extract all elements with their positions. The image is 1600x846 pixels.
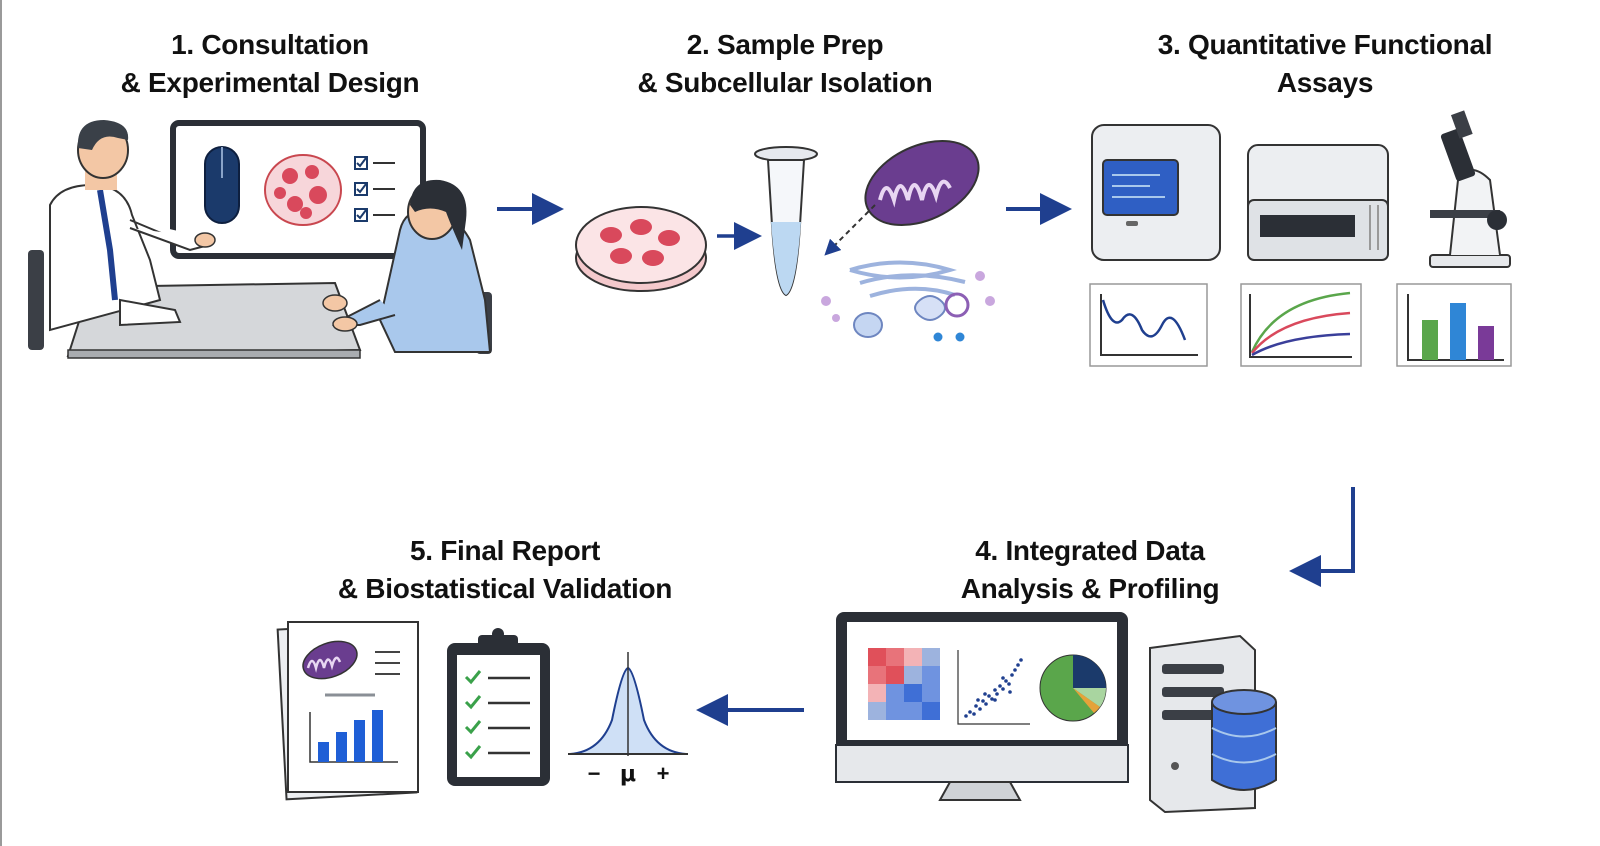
mitochondrion-icon [864,139,980,227]
step-4-title: 4. Integrated Data Analysis & Profiling [910,532,1270,608]
step-1-number: 1. [171,29,194,60]
step-2-title: 2. Sample Prep & Subcellular Isolation [600,26,970,102]
step-1-line2: & Experimental Design [120,67,420,98]
bell-curve-icon: − μ + [568,652,688,787]
step-4-line2: Analysis & Profiling [960,573,1220,604]
heatmap-chart [868,648,940,720]
petri-dish-icon [575,206,707,292]
line-graph-icon [1089,283,1208,367]
step-1-line1: Consultation [201,29,369,60]
left-edge-border [0,0,2,846]
client-icon [322,179,492,354]
organelles-icon [821,260,995,342]
report-document-icon [276,621,419,801]
step-5-number: 5. [410,535,433,566]
step-5-line2: & Biostatistical Validation [337,573,673,604]
analyzer-icon [1247,144,1389,261]
extraction-arrow [824,204,876,256]
step-1-title: 1. Consultation & Experimental Design [90,26,450,102]
bar-graph-icon [1396,283,1512,367]
step-2-line2: & Subcellular Isolation [637,67,933,98]
step-5-line1: Final Report [440,535,600,566]
bell-curve-minus-label: − [588,761,601,786]
checklist-icon [354,156,395,222]
bell-curve-plus-label: + [657,761,670,786]
step-4-number: 4. [975,535,998,566]
microscope-icon [1429,110,1511,268]
bell-curve-mu-label: μ [620,762,636,787]
microcentrifuge-tube-icon [754,146,818,297]
step-3-line2: Assays [1276,67,1374,98]
arrow-down-left-icon [1289,487,1355,587]
screen-petri-dish-icon [264,154,342,226]
database-icon [1211,689,1277,791]
pie-chart [1039,654,1107,722]
step-5-title: 5. Final Report & Biostatistical Validat… [310,532,700,608]
clipboard-icon [447,628,550,786]
curve-graph-icon [1240,283,1362,367]
step-2-number: 2. [686,29,710,60]
step-3-line1: Quantitative Functional [1188,29,1493,60]
step-3-title: 3. Quantitative Functional Assays [1110,26,1540,102]
scatter-plot-chart [957,650,1030,725]
mouse-icon [204,146,240,224]
step-2-line1: Sample Prep [716,29,884,60]
scientist-icon [28,120,216,350]
step-4-line1: Integrated Data [1005,535,1205,566]
step-3-number: 3. [1157,29,1181,60]
plate-reader-icon [1091,124,1221,261]
